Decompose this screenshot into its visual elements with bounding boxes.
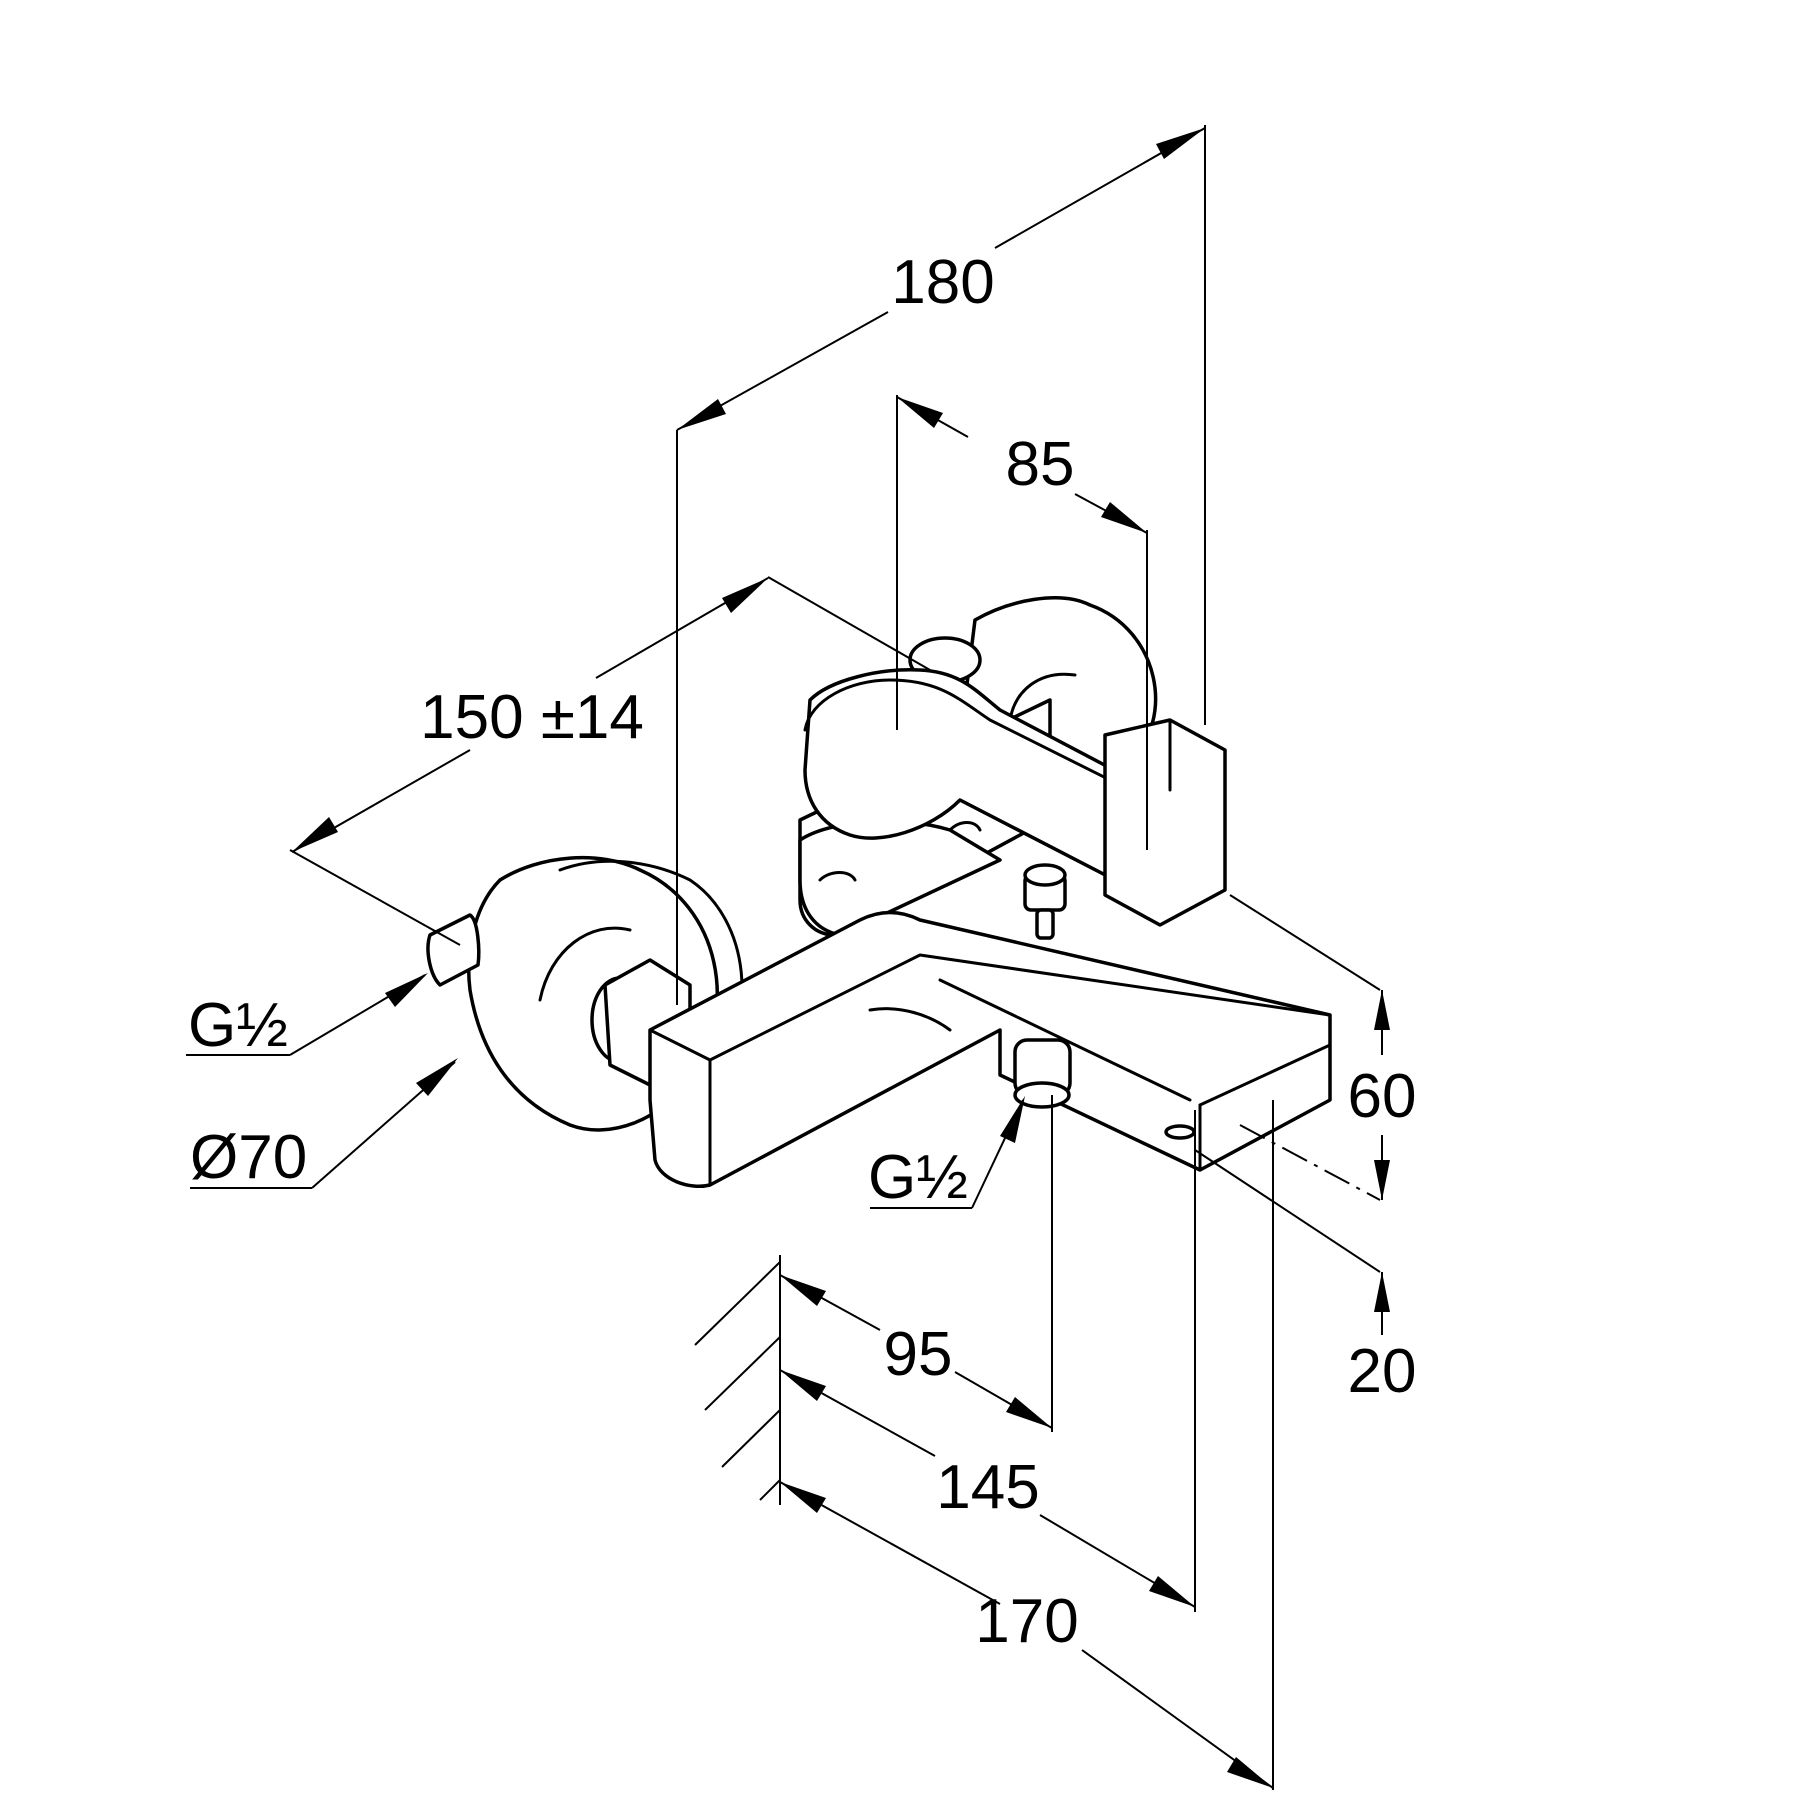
faucet-illustration xyxy=(426,596,1332,1188)
diverter-knob xyxy=(1023,863,1067,940)
dimension-60: 60 xyxy=(1348,1062,1417,1131)
diameter-label: Ø70 xyxy=(190,1123,307,1192)
rear-block xyxy=(1103,718,1227,927)
dimension-95: 95 xyxy=(884,1320,953,1389)
dimension-170: 170 xyxy=(975,1587,1078,1656)
thread-label-inlet: G½ xyxy=(188,991,288,1060)
dimension-lines xyxy=(186,125,1390,1790)
dimension-150: 150 ±14 xyxy=(420,683,644,752)
spout xyxy=(648,910,1332,1188)
dimension-180: 180 xyxy=(891,248,994,317)
dimension-20: 20 xyxy=(1348,1337,1417,1406)
dimension-145: 145 xyxy=(936,1453,1039,1522)
dimension-85: 85 xyxy=(1006,430,1075,499)
thread-label-outlet: G½ xyxy=(868,1143,968,1212)
